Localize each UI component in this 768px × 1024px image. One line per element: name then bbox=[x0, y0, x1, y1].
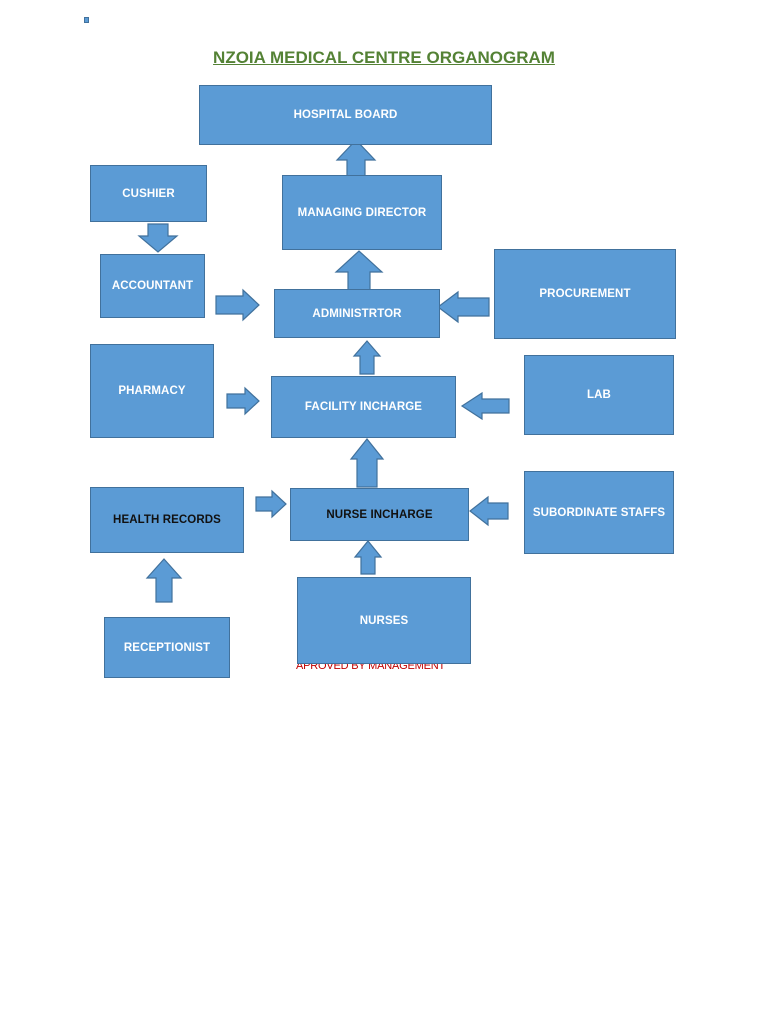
cushier-box: CUSHIER bbox=[90, 165, 207, 222]
managing-director-box: MANAGING DIRECTOR bbox=[282, 175, 442, 250]
procurement-box: PROCUREMENT bbox=[494, 249, 676, 339]
receptionist-box: RECEPTIONIST bbox=[104, 617, 230, 678]
nurse-incharge-box: NURSE INCHARGE bbox=[290, 488, 469, 541]
arrow-lab-to-facility bbox=[460, 391, 510, 421]
administrator-box: ADMINISTRTOR bbox=[274, 289, 440, 338]
arrow-cushier-to-accountant bbox=[137, 223, 179, 253]
arrow-subordinate-to-nurse-incharge bbox=[469, 495, 509, 527]
arrow-receptionist-to-records bbox=[145, 558, 183, 603]
arrow-facility-to-admin bbox=[352, 340, 382, 375]
arrow-md-to-board bbox=[335, 139, 377, 178]
arrow-accountant-to-admin bbox=[215, 288, 260, 322]
approval-note-text: APROVED BY MANAGEMENT bbox=[296, 660, 446, 670]
lab-box: LAB bbox=[524, 355, 674, 435]
accountant-box: ACCOUNTANT bbox=[100, 254, 205, 318]
arrow-nurses-to-nurse-incharge bbox=[353, 540, 383, 575]
facility-incharge-box: FACILITY INCHARGE bbox=[271, 376, 456, 438]
page-marker bbox=[84, 17, 89, 23]
nurses-box: NURSES bbox=[297, 577, 471, 664]
subordinate-staffs-box: SUBORDINATE STAFFS bbox=[524, 471, 674, 554]
arrow-records-to-nurse-incharge bbox=[255, 489, 287, 519]
arrow-procurement-to-admin bbox=[437, 290, 490, 324]
approval-note: APROVED BY MANAGEMENT bbox=[296, 657, 472, 670]
arrow-nurse-incharge-to-facility bbox=[349, 438, 385, 488]
arrow-pharmacy-to-facility bbox=[226, 386, 260, 416]
health-records-box: HEALTH RECORDS bbox=[90, 487, 244, 553]
pharmacy-box: PHARMACY bbox=[90, 344, 214, 438]
organogram-title: NZOIA MEDICAL CENTRE ORGANOGRAM bbox=[213, 48, 555, 67]
hospital-board-box: HOSPITAL BOARD bbox=[199, 85, 492, 145]
